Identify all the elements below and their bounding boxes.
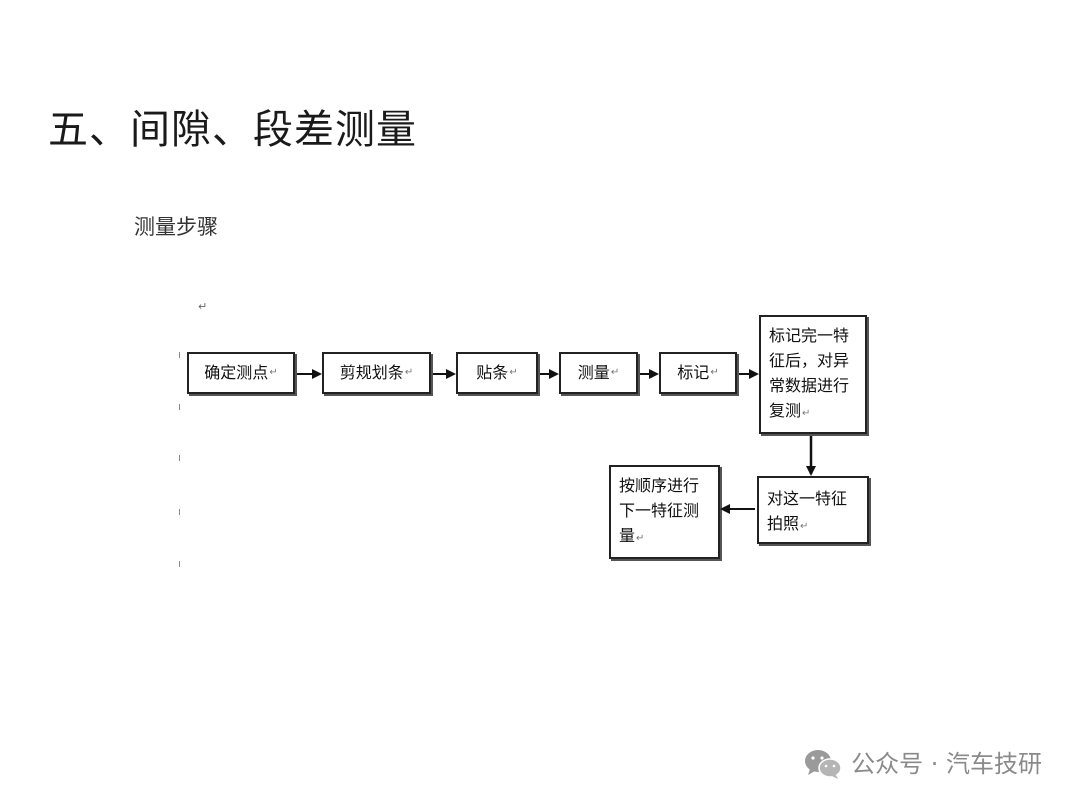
return-mark: ↵ [710, 367, 719, 378]
page-title: 五、间隙、段差测量 [48, 107, 417, 153]
flow-step-label: 剪规划条 [339, 363, 404, 382]
flow-step-7: 对这一特征拍照↵ [757, 476, 869, 544]
return-mark: ↵ [269, 367, 278, 378]
flow-step-3: 贴条↵ [456, 352, 538, 394]
flow-step-label: 标记完一特征后，对异常数据进行复测 [769, 326, 850, 420]
return-mark: ↵ [404, 367, 414, 378]
flow-step-4: 测量↵ [559, 352, 638, 394]
margin-tick [179, 455, 182, 461]
return-mark: ↵ [509, 367, 518, 378]
margin-tick [179, 509, 182, 515]
flow-step-label: 贴条 [476, 363, 509, 382]
return-mark: ↵ [636, 533, 645, 544]
flow-step-8: 按顺序进行下一特征测量↵ [609, 465, 720, 559]
flow-step-5: 标记↵ [659, 352, 737, 394]
flow-step-1: 确定测点↵ [187, 352, 295, 394]
flow-step-6: 标记完一特征后，对异常数据进行复测↵ [759, 315, 867, 434]
return-mark: ↵ [802, 408, 811, 419]
footer-watermark: 公众号 · 汽车技研 [803, 746, 1042, 782]
margin-tick [179, 561, 182, 567]
wechat-icon [803, 747, 843, 781]
flow-step-2: 剪规划条↵ [322, 352, 431, 394]
flow-step-label: 测量 [577, 363, 610, 382]
section-subtitle: 测量步骤 [134, 215, 218, 239]
return-mark: ↵ [800, 521, 809, 532]
return-mark: ↵ [610, 367, 620, 378]
paragraph-mark: ↵ [198, 300, 208, 313]
flow-step-label: 标记 [677, 363, 710, 382]
flow-step-label: 对这一特征拍照 [767, 489, 848, 533]
footer-text: 公众号 · 汽车技研 [851, 750, 1042, 778]
flow-step-label: 按顺序进行下一特征测量 [619, 476, 700, 545]
flow-step-label: 确定测点 [204, 363, 269, 382]
margin-tick [179, 404, 182, 410]
margin-tick [179, 352, 182, 358]
